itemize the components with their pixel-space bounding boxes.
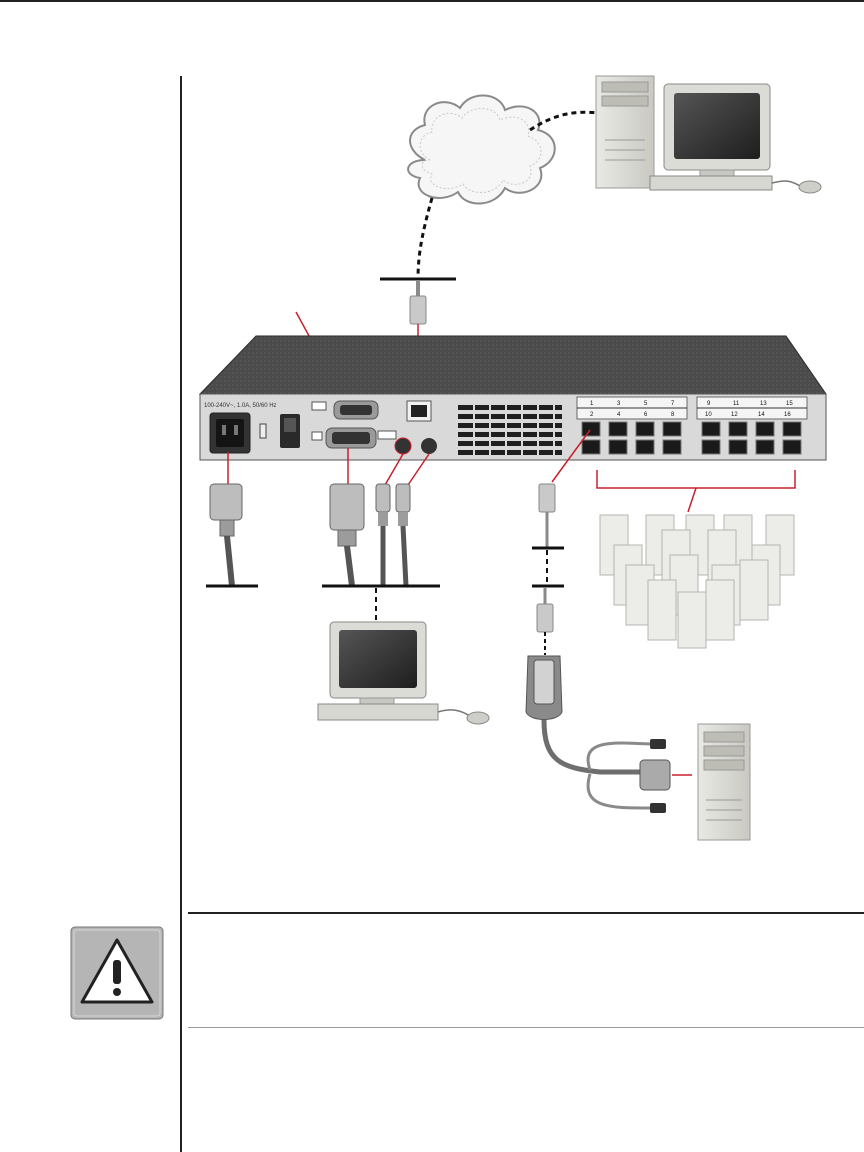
- port-label-10: 10: [705, 412, 712, 418]
- port-label-5: 5: [644, 401, 648, 407]
- port-label-15: 15: [786, 401, 793, 407]
- power-cord-icon: [206, 483, 258, 588]
- port-label-8: 8: [671, 412, 675, 418]
- server-array-icon: [599, 514, 795, 649]
- caution-triangle-icon: [70, 926, 164, 1020]
- port-label-16: 16: [784, 412, 791, 418]
- port-label-9: 9: [707, 401, 711, 407]
- connection-diagram: 100-240V~, 1.0A, 50/60 Hz: [198, 75, 827, 841]
- remote-computer-icon: [595, 75, 822, 194]
- kvm-switch-icon: 100-240V~, 1.0A, 50/60 Hz: [198, 335, 827, 461]
- port-label-2: 2: [590, 412, 594, 418]
- console-cables-icon: [322, 483, 440, 620]
- port-label-14: 14: [758, 412, 765, 418]
- page-margin-rule: [180, 76, 182, 1152]
- note-bottom-rule: [188, 1027, 864, 1028]
- note-top-rule: [188, 912, 864, 914]
- port-label-7: 7: [671, 401, 675, 407]
- port-bracket: [596, 470, 796, 489]
- port-label-11: 11: [733, 401, 740, 407]
- local-console-icon: [317, 621, 490, 725]
- cloud-to-switch-link: [416, 197, 434, 281]
- target-cable-icon: [525, 483, 692, 813]
- port-label-4: 4: [617, 412, 621, 418]
- target-server-icon: [697, 723, 751, 841]
- port-label-13: 13: [760, 401, 767, 407]
- network-plug-icon: [409, 295, 427, 325]
- network-cloud-icon: [407, 94, 556, 205]
- port-label-12: 12: [731, 412, 738, 418]
- port-label-6: 6: [644, 412, 648, 418]
- port-label-1: 1: [590, 401, 594, 407]
- page-top-rule: [0, 0, 864, 2]
- port-label-3: 3: [617, 401, 621, 407]
- power-rating-label: 100-240V~, 1.0A, 50/60 Hz: [204, 403, 277, 409]
